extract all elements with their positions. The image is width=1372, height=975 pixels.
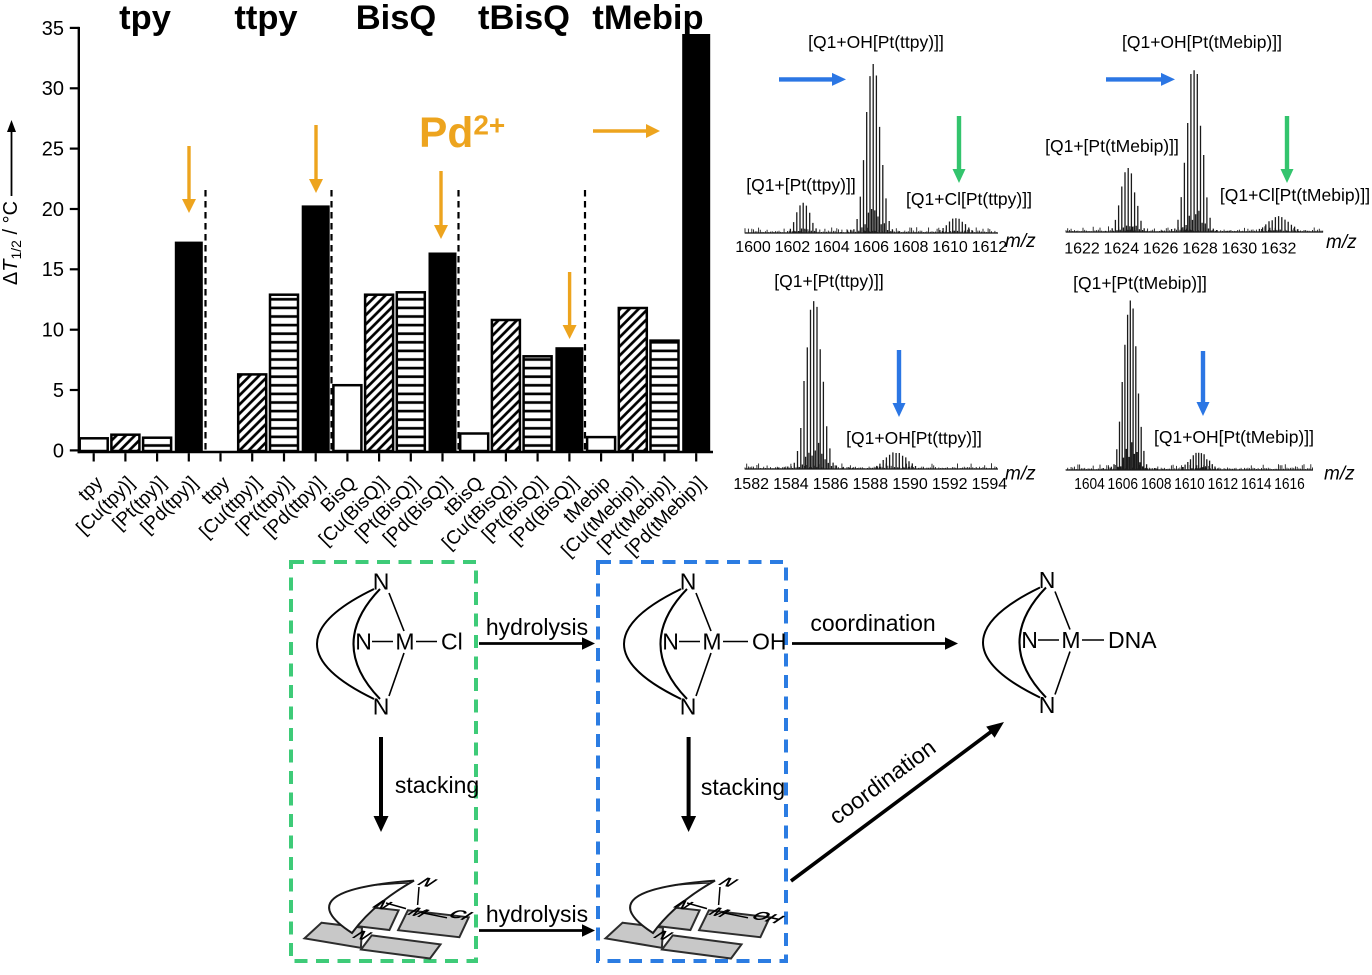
svg-text:1608: 1608 bbox=[1141, 476, 1172, 493]
svg-text:1612: 1612 bbox=[1208, 476, 1239, 493]
svg-text:1626: 1626 bbox=[1143, 241, 1179, 258]
svg-text:30: 30 bbox=[42, 78, 64, 100]
svg-text:1590: 1590 bbox=[892, 476, 928, 493]
svg-text:1624: 1624 bbox=[1104, 241, 1140, 258]
svg-text:1600: 1600 bbox=[735, 239, 771, 256]
svg-text:[Q1+OH[Pt(ttpy)]]: [Q1+OH[Pt(ttpy)]] bbox=[808, 32, 944, 52]
svg-text:stacking: stacking bbox=[395, 772, 479, 798]
svg-text:[Q1+Cl[Pt(tMebip)]]: [Q1+Cl[Pt(tMebip)]] bbox=[1220, 185, 1370, 205]
svg-text:0: 0 bbox=[53, 440, 64, 462]
svg-text:[Q1+[Pt(tMebip)]]: [Q1+[Pt(tMebip)]] bbox=[1073, 273, 1207, 293]
svg-text:1592: 1592 bbox=[932, 476, 968, 493]
svg-text:m/z: m/z bbox=[1005, 231, 1036, 252]
svg-text:[Q1+OH[Pt(tMebip)]]: [Q1+OH[Pt(tMebip)]] bbox=[1122, 32, 1282, 52]
svg-text:1586: 1586 bbox=[813, 476, 849, 493]
svg-text:1622: 1622 bbox=[1064, 241, 1100, 258]
svg-text:1584: 1584 bbox=[773, 476, 809, 493]
svg-text:[Q1+[Pt(ttpy)]]: [Q1+[Pt(ttpy)]] bbox=[774, 271, 883, 291]
svg-text:1604: 1604 bbox=[1074, 476, 1105, 493]
svg-text:BisQ: BisQ bbox=[356, 0, 437, 37]
svg-text:N: N bbox=[373, 569, 390, 595]
svg-text:hydrolysis: hydrolysis bbox=[486, 901, 588, 927]
svg-text:20: 20 bbox=[42, 199, 64, 221]
svg-text:N: N bbox=[680, 694, 697, 720]
svg-text:ttpy: ttpy bbox=[234, 0, 297, 37]
svg-text:1606: 1606 bbox=[853, 239, 889, 256]
svg-text:OH: OH bbox=[752, 628, 787, 654]
svg-text:m/z: m/z bbox=[1324, 464, 1355, 485]
svg-text:1594: 1594 bbox=[972, 476, 1008, 493]
svg-text:1632: 1632 bbox=[1261, 241, 1297, 258]
svg-text:[Q1+OH[Pt(tMebip)]]: [Q1+OH[Pt(tMebip)]] bbox=[1154, 427, 1314, 447]
svg-text:1604: 1604 bbox=[814, 239, 850, 256]
svg-text:m/z: m/z bbox=[1005, 464, 1036, 485]
svg-text:35: 35 bbox=[42, 18, 64, 40]
svg-text:M: M bbox=[702, 628, 721, 654]
svg-text:m/z: m/z bbox=[1326, 232, 1357, 253]
svg-text:stacking: stacking bbox=[701, 774, 785, 800]
svg-text:25: 25 bbox=[42, 139, 64, 161]
svg-text:hydrolysis: hydrolysis bbox=[486, 614, 588, 640]
svg-text:N: N bbox=[1021, 627, 1038, 653]
svg-text:1610: 1610 bbox=[1174, 476, 1205, 493]
svg-text:1612: 1612 bbox=[972, 239, 1008, 256]
svg-text:ΔT1/2 / °C: ΔT1/2 / °C bbox=[0, 201, 24, 285]
svg-text:10: 10 bbox=[42, 320, 64, 342]
svg-text:N: N bbox=[662, 628, 679, 654]
svg-text:Cl: Cl bbox=[441, 628, 463, 654]
svg-text:1606: 1606 bbox=[1108, 476, 1139, 493]
svg-text:[Q1+[Pt(ttpy)]]: [Q1+[Pt(ttpy)]] bbox=[746, 175, 855, 195]
svg-text:N: N bbox=[680, 569, 697, 595]
svg-text:tBisQ: tBisQ bbox=[478, 0, 570, 37]
svg-text:1602: 1602 bbox=[775, 239, 811, 256]
svg-text:N: N bbox=[355, 628, 372, 654]
svg-text:OH: OH bbox=[748, 908, 789, 927]
svg-text:5: 5 bbox=[53, 380, 64, 402]
svg-text:15: 15 bbox=[42, 259, 64, 281]
svg-text:1628: 1628 bbox=[1182, 241, 1218, 258]
svg-text:N: N bbox=[1039, 692, 1056, 718]
svg-text:N: N bbox=[1039, 567, 1056, 593]
svg-text:1616: 1616 bbox=[1274, 476, 1305, 493]
svg-text:1630: 1630 bbox=[1222, 241, 1258, 258]
svg-text:N: N bbox=[373, 694, 390, 720]
svg-text:M: M bbox=[1061, 627, 1080, 653]
svg-text:1582: 1582 bbox=[733, 476, 769, 493]
svg-text:coordination: coordination bbox=[810, 610, 935, 636]
svg-text:tMebip: tMebip bbox=[592, 0, 703, 37]
svg-text:[Q1+Cl[Pt(ttpy)]]: [Q1+Cl[Pt(ttpy)]] bbox=[906, 189, 1032, 209]
svg-text:DNA: DNA bbox=[1108, 627, 1157, 653]
svg-text:1610: 1610 bbox=[932, 239, 968, 256]
svg-text:1614: 1614 bbox=[1241, 476, 1272, 493]
svg-text:[Q1+OH[Pt(ttpy)]]: [Q1+OH[Pt(ttpy)]] bbox=[846, 428, 982, 448]
svg-text:M: M bbox=[395, 628, 414, 654]
svg-text:1608: 1608 bbox=[893, 239, 929, 256]
svg-text:[Q1+[Pt(tMebip)]]: [Q1+[Pt(tMebip)]] bbox=[1045, 136, 1179, 156]
svg-text:1588: 1588 bbox=[853, 476, 889, 493]
svg-text:tpy: tpy bbox=[119, 0, 171, 37]
